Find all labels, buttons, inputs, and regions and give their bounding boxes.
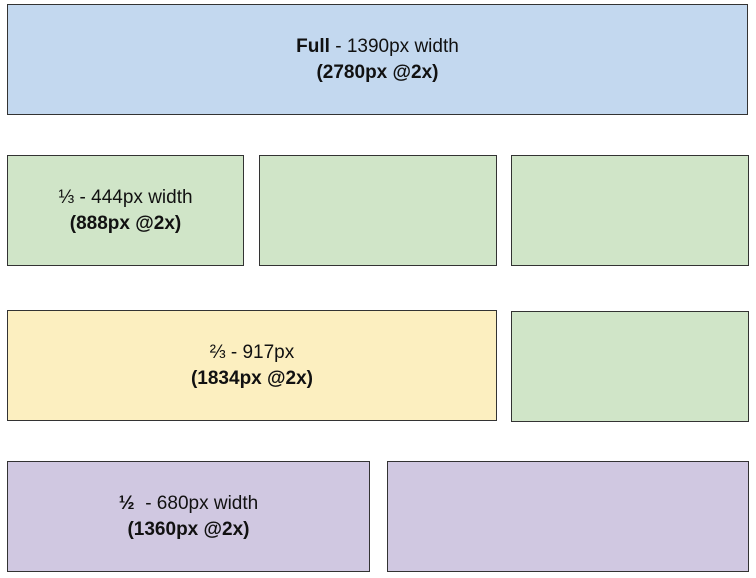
full-width-label-bold: Full bbox=[296, 35, 330, 57]
full-width-label-rest: - 1390px width bbox=[329, 35, 459, 57]
half-width-box: ½ - 680px width (1360px @2x) bbox=[7, 461, 370, 572]
full-width-box: Full - 1390px width (2780px @2x) bbox=[7, 4, 748, 115]
full-width-label: Full - 1390px width bbox=[296, 34, 459, 60]
one-third-label: ⅓ - 444px width bbox=[58, 186, 193, 208]
two-thirds-label: ⅔ - 917px bbox=[209, 341, 295, 363]
full-width-retina-label: (2780px @2x) bbox=[316, 61, 439, 83]
half-width-label: ½ - 680px width bbox=[119, 491, 258, 517]
two-thirds-retina-label: (1834px @2x) bbox=[190, 367, 314, 389]
one-third-box: ⅓ - 444px width (888px @2x) bbox=[7, 155, 244, 266]
half-width-box-2 bbox=[387, 461, 749, 572]
one-third-box-4 bbox=[511, 311, 749, 422]
half-width-label-bold: ½ bbox=[118, 492, 135, 514]
one-third-box-2 bbox=[259, 155, 497, 266]
half-width-retina-label: (1360px @2x) bbox=[127, 518, 250, 540]
one-third-box-3 bbox=[511, 155, 749, 266]
one-third-retina-label: (888px @2x) bbox=[69, 212, 182, 234]
two-thirds-box: ⅔ - 917px (1834px @2x) bbox=[7, 310, 497, 421]
half-width-label-rest: - 680px width bbox=[134, 492, 259, 514]
